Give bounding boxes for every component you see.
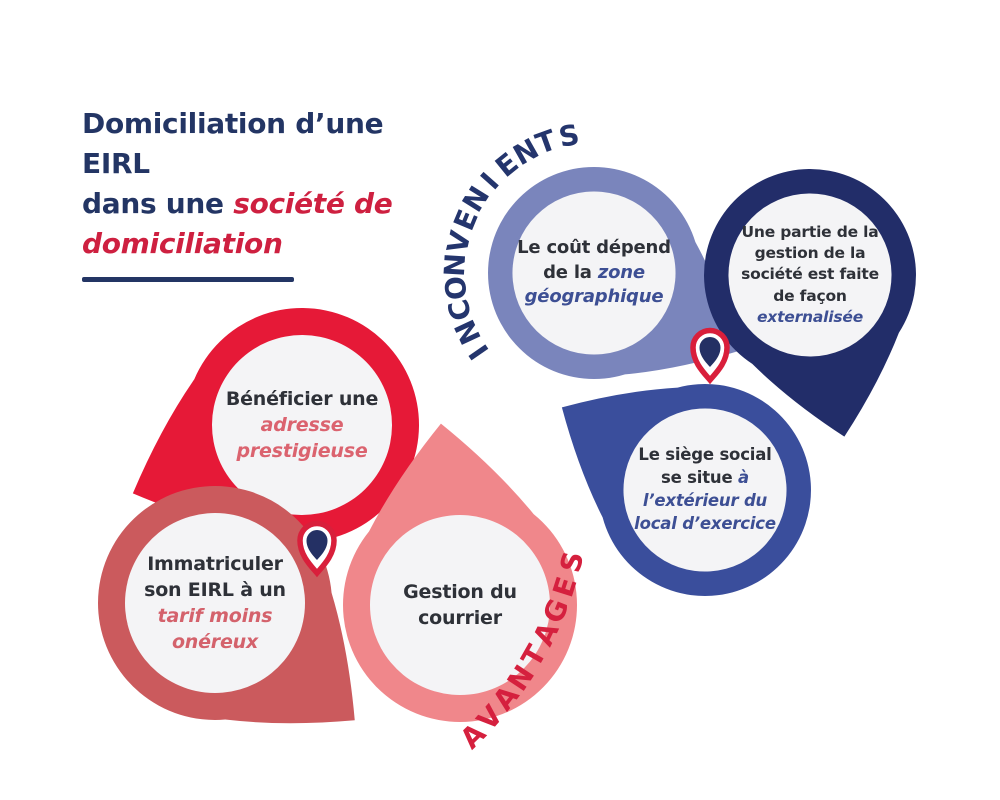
bubble-line: l’extérieur du [642,491,768,510]
location-pin-icon [690,327,730,385]
bubble-zone-geographique: Le coût dépend de la zone géographique [440,119,748,427]
title-underline [82,277,294,282]
title-line2-plain: dans une [82,187,234,220]
bubble-line: onéreux [171,631,259,654]
bubble-text: Le coût dépend de la zone géographique [440,119,748,427]
bubble-line: de la zone [543,261,645,283]
page-title: Domiciliation d’une EIRL dans une sociét… [82,104,442,264]
teardrop-shape [488,167,740,379]
teardrop-shape [561,384,811,596]
teardrop-shape [343,423,577,722]
bubble-adresse-prestigieuse: Bénéficier une adresse prestigieuse [132,255,472,595]
title-line3-accent: domiciliation [82,227,283,260]
bubble-line: prestigieuse [236,440,368,463]
bubble-line: société est faite [741,265,879,284]
title-line1: Domiciliation d’une EIRL [82,107,384,180]
bubble-text: Une partie de la gestion de la société est… [656,121,964,429]
bubble-line: Une partie de la [741,222,879,241]
bubble-line: Le siège social [638,445,772,465]
bubble-line: de façon [773,286,847,305]
bubble-line: Immatriculer [147,552,283,575]
bubble-text: Le siège social se situe à l’extérieur du l… [551,336,859,644]
bubble-line: son EIRL à un [144,578,286,601]
bubble-tarif-moins-onereux: Immatriculer son EIRL à un tarif moins onér… [45,433,385,773]
bubble-text: Gestion du courrier [290,435,630,775]
location-pin-icon [297,520,337,578]
bubble-line: tarif moins [157,605,273,627]
bubble-gestion-courrier: Gestion du courrier [290,423,630,775]
bubble-line: externalisée [756,308,864,327]
bubble-line: Gestion du [403,580,517,603]
bubble-line: Le coût dépend [517,236,671,258]
teardrop-shape [98,486,355,724]
bubble-line: se situe à [661,468,749,488]
title-line2-accent: société de [233,187,393,220]
teardrop-shape [132,308,419,542]
bubble-line: Bénéficier une [225,387,379,410]
bubble-line: gestion de la [754,243,866,262]
bubble-siege-social: Le siège social se situe à l’extérieur du l… [551,336,859,644]
bubble-text: Immatriculer son EIRL à un tarif moins onér… [45,433,385,773]
bubble-line: géographique [524,286,664,308]
title-block: Domiciliation d’une EIRL dans une sociét… [82,104,442,282]
teardrop-shape [704,169,916,437]
bubble-line: adresse [260,413,344,436]
bubble-line: courrier [418,607,502,629]
bubble-line: local d’exercice [634,513,776,533]
bubble-text: Bénéficier une adresse prestigieuse [132,255,472,595]
bubble-gestion-externalisee: Une partie de la gestion de la société est… [656,121,964,437]
